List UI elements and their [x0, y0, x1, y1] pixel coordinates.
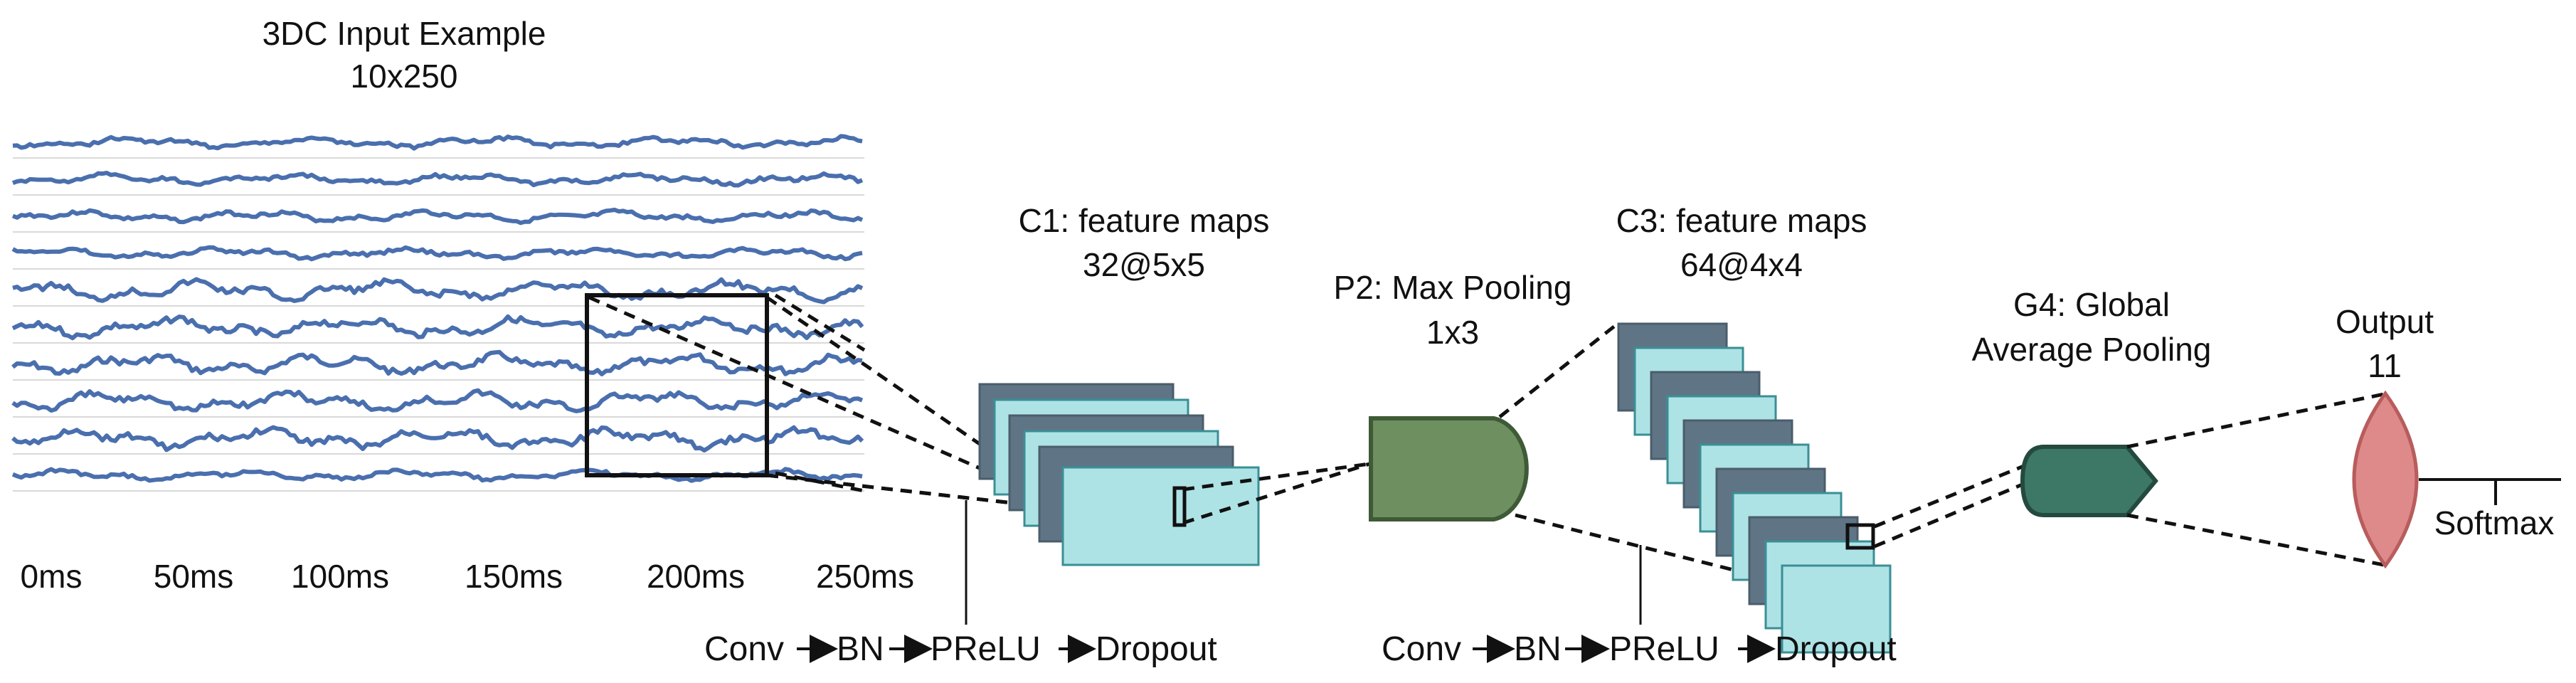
c3-title: C3: feature maps — [1616, 202, 1867, 239]
projection-c3-to-g4 — [1874, 464, 2025, 549]
pipeline-1-step-bn: BN — [837, 630, 884, 668]
projection-g4-to-output — [2126, 391, 2388, 568]
input-signal-trace — [11, 171, 864, 188]
p2-shape: 1x3 — [1426, 314, 1479, 351]
input-title: 3DC Input Example — [263, 15, 546, 52]
time-tick-4: 200ms — [647, 558, 745, 595]
c1-shape: 32@5x5 — [1083, 246, 1205, 283]
pipeline-1-step-dropout: Dropout — [1096, 630, 1217, 668]
time-tick-3: 150ms — [465, 558, 563, 595]
c3-map-front — [1781, 564, 1892, 654]
projection-c1-to-p2 — [1182, 462, 1370, 525]
input-signal-trace — [11, 425, 864, 452]
input-signal-trace — [12, 134, 863, 151]
pipeline-1-step-prelu: PReLU — [931, 630, 1041, 668]
p2-pooling-block — [1369, 416, 1529, 521]
time-tick-1: 50ms — [154, 558, 233, 595]
time-tick-5: 250ms — [816, 558, 914, 595]
g4-title-line2: Average Pooling — [1972, 331, 2212, 368]
input-grid-lines — [13, 157, 864, 492]
c3-shape: 64@4x4 — [1680, 246, 1803, 283]
c1-title: C1: feature maps — [1019, 202, 1270, 239]
pipeline-2-step-bn: BN — [1514, 630, 1562, 668]
g4-title-line1: G4: Global — [2013, 286, 2170, 323]
input-receptive-field-box — [585, 293, 769, 477]
input-signal-trace — [11, 388, 864, 413]
input-signals — [11, 134, 864, 483]
input-signal-trace — [11, 349, 863, 376]
time-tick-2: 100ms — [291, 558, 389, 595]
pipeline-2-step-dropout: Dropout — [1775, 630, 1897, 668]
input-signal-trace — [11, 245, 863, 262]
output-title: Output — [2336, 303, 2434, 340]
c3-kernel-window — [1845, 523, 1875, 550]
pipeline-2-step-conv: Conv — [1382, 630, 1461, 668]
output-layer — [2352, 390, 2419, 569]
softmax-label: Softmax — [2434, 504, 2555, 541]
input-signal-trace — [12, 277, 864, 305]
input-signal-trace — [11, 207, 864, 226]
pipeline-2: Conv BN PReLU Dropout — [1382, 630, 1897, 668]
output-count: 11 — [2368, 347, 2402, 384]
pipeline-2-step-prelu: PReLU — [1609, 630, 1719, 668]
input-shape: 10x250 — [351, 58, 458, 95]
input-signal-trace — [11, 314, 864, 341]
c1-feature-map-stack — [978, 383, 1260, 566]
c1-kernel-window — [1172, 486, 1187, 527]
c3-feature-map-stack — [1617, 322, 1892, 654]
pipeline-1-step-conv: Conv — [704, 630, 784, 668]
time-tick-0: 0ms — [21, 558, 83, 595]
p2-title: P2: Max Pooling — [1334, 269, 1572, 306]
pipeline-1: Conv BN PReLU Dropout — [704, 630, 1217, 668]
g4-pooling-block — [2020, 445, 2158, 517]
